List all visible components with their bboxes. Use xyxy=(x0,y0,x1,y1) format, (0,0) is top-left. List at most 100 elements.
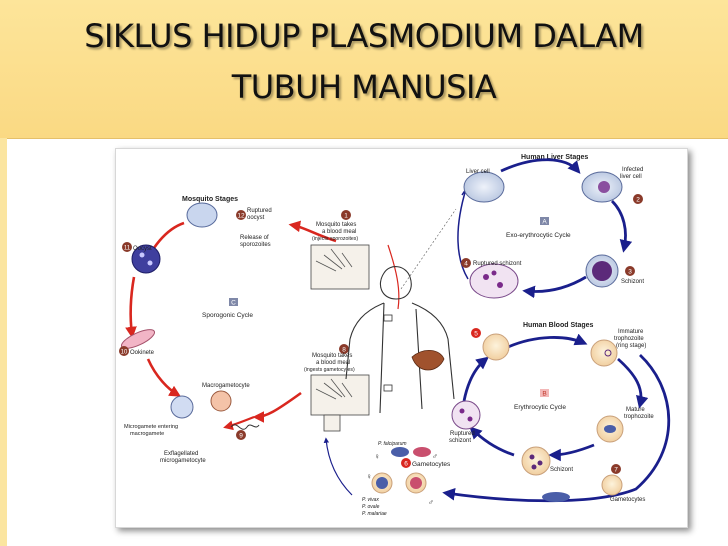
step-number-7: 7 xyxy=(614,467,618,474)
step-badge-4 xyxy=(461,258,471,268)
arrow-infected-to-schizont xyxy=(610,200,633,253)
label-exflagellated-1: Exflagellated xyxy=(164,451,198,457)
male-gametocyte-falciparum xyxy=(413,447,431,457)
oocyst-image-dot xyxy=(139,252,145,258)
cycle-a-letter: A xyxy=(542,219,547,226)
blood-schizont-rbc-image xyxy=(521,446,551,476)
section-mosquito-stages: Mosquito Stages xyxy=(182,196,238,203)
human-liver-organ xyxy=(411,350,445,371)
cycle-a-box xyxy=(540,217,549,225)
step-badge-3 xyxy=(625,266,635,276)
zygote-image xyxy=(170,395,194,419)
step-badge-9 xyxy=(236,430,246,440)
label-mosquito-takes-8a: Mosquito takes xyxy=(312,353,352,359)
label-p-malariae: P. malariae xyxy=(362,511,387,517)
arrow-sporozoite-release xyxy=(288,220,337,243)
arrow-schizont-to-ruptured xyxy=(522,275,587,299)
male-gametocyte-vivax-core xyxy=(410,477,422,489)
ruptured-blood-schizont-dot xyxy=(467,416,473,422)
cycle-c-letter: C xyxy=(231,300,236,307)
macrogametocyte-image xyxy=(210,390,232,412)
line-sporozoite-to-liver xyxy=(387,244,400,310)
mosquito-legs-drawing xyxy=(315,248,353,272)
arrow-merozoite-to-ring xyxy=(507,333,588,349)
step-number-2: 2 xyxy=(636,197,640,204)
label-immature-3: (ring stage) xyxy=(616,343,646,349)
label-exflagellated-2: microgametocyte xyxy=(160,458,206,464)
title-banner: SIKLUS HIDUP PLASMODIUM DALAM TUBUH MANU… xyxy=(0,0,728,139)
step-number-6: 6 xyxy=(404,461,408,468)
arrow-liver-infection xyxy=(500,158,581,174)
step-badge-8 xyxy=(339,344,349,354)
arrow-mature-to-schizont xyxy=(548,443,595,462)
left-accent-strip xyxy=(0,138,7,546)
liver-schizont-core xyxy=(592,261,612,281)
oocyst-image xyxy=(131,244,161,274)
label-infected-liver-2: liver cell xyxy=(620,174,642,180)
label-microgamete-entering-1: Microgamete entering xyxy=(124,424,178,430)
title-line-1: SIKLUS HIDUP PLASMODIUM DALAM xyxy=(84,17,644,55)
oocyst-image-dot xyxy=(147,260,153,266)
cycle-a-label: Exo-erythrocytic Cycle xyxy=(506,232,571,239)
blood-sample-square xyxy=(323,414,341,432)
arrow-to-gametocytes xyxy=(442,353,671,503)
step-badge-6 xyxy=(401,458,411,468)
banana-gametocyte xyxy=(542,492,570,502)
blood-schizont-dot xyxy=(529,454,535,460)
step-number-5: 5 xyxy=(474,331,478,338)
label-mosquito-takes-1c: (injects sporozoites) xyxy=(312,236,358,242)
body-marker-2 xyxy=(383,384,393,392)
label-immature-1: Immature xyxy=(618,329,644,335)
step-badge-7 xyxy=(611,464,621,474)
cycle-b-label: Erythrocytic Cycle xyxy=(514,404,566,411)
label-liver-schizont: Schizont xyxy=(621,279,644,285)
step-number-11: 11 xyxy=(124,246,131,252)
label-blood-schizont: Schizont xyxy=(550,467,573,473)
step-badge-10 xyxy=(119,346,129,356)
blood-schizont-dot xyxy=(537,460,543,466)
mature-trophozoite-parasite xyxy=(604,425,616,433)
cycle-c-label: Sporogonic Cycle xyxy=(202,312,253,319)
female-symbol-top: ♀ xyxy=(374,452,380,461)
section-blood-stages: Human Blood Stages xyxy=(523,322,594,329)
step-number-12: 12 xyxy=(237,213,245,220)
label-p-falciparum: P. falciparum xyxy=(378,441,407,447)
human-silhouette xyxy=(345,266,455,414)
label-mature-2: trophozoite xyxy=(624,414,654,420)
step-number-9: 9 xyxy=(239,433,243,440)
label-gametocytes-top: Gametocytes xyxy=(412,461,451,468)
female-gametocyte-falciparum xyxy=(391,447,409,457)
label-mosquito-takes-8b: a blood meal xyxy=(316,360,350,366)
gametocyte-rbc-right xyxy=(601,474,623,496)
step-badge-1 xyxy=(341,210,351,220)
label-mosquito-takes-1b: a blood meal xyxy=(322,229,356,235)
label-immature-2: trophozoite xyxy=(614,336,644,342)
ruptured-schizont-image xyxy=(469,263,519,299)
mosquito-legs-drawing-2 xyxy=(315,378,353,400)
ring-stage-parasite xyxy=(604,349,612,357)
cycle-b-box xyxy=(540,389,549,397)
ring-stage-rbc-image xyxy=(590,339,618,367)
female-symbol-bottom: ♀ xyxy=(366,472,372,481)
step-badge-11 xyxy=(122,242,132,252)
male-symbol-top: ♂ xyxy=(432,452,438,461)
life-cycle-figure: Mosquito Stages Human Liver Stages Human… xyxy=(115,148,688,528)
label-mature-1: Mature xyxy=(626,407,645,413)
label-macrogametocyte: Macrogametocyte xyxy=(202,383,250,389)
ruptured-blood-schizont-image xyxy=(451,400,481,430)
label-oocyst: Oocyst xyxy=(133,246,152,252)
pointer-to-liver-cycle xyxy=(400,208,457,290)
label-ookinete: Ookinete xyxy=(130,350,155,356)
exflagellated-microgametocyte-image xyxy=(230,424,260,430)
title-line-2: TUBUH MANUSIA xyxy=(231,68,497,106)
liver-cell-image xyxy=(463,171,505,203)
step-badge-2 xyxy=(633,194,643,204)
merozoite-rbc-image xyxy=(482,333,510,361)
ruptured-blood-schizont-dot xyxy=(459,408,465,414)
label-gametocytes-right: Gametocytes xyxy=(610,497,645,503)
label-ruptured-blood-2: schizont xyxy=(449,438,471,444)
male-symbol-bottom: ♂ xyxy=(428,498,434,507)
label-infected-liver-1: Infected xyxy=(622,167,643,173)
arrow-ookinete-to-oocyst xyxy=(125,276,137,339)
step-number-8: 8 xyxy=(342,347,346,354)
